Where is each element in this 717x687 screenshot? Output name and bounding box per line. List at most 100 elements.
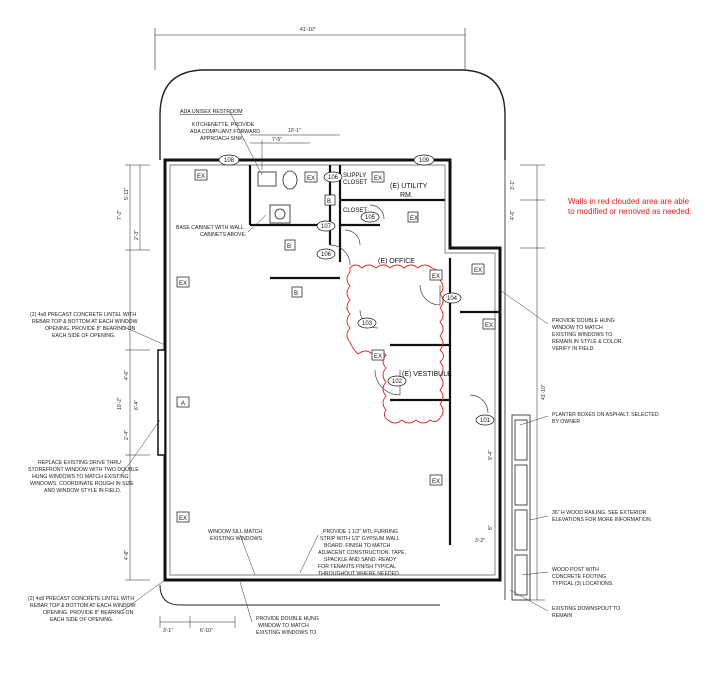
tag-b: B	[294, 291, 298, 297]
left-dim-1: 5'-11"	[124, 187, 130, 200]
double-hung-right-note-5: VERIFY IN FIELD.	[552, 346, 595, 352]
lintel-top-note-1: (2) 4x8 PRECAST CONCRETE LINTEL WITH	[30, 312, 136, 318]
lintel-top-note-4: EACH SIDE OF OPENING.	[52, 333, 115, 339]
door-tag-ovals	[218, 154, 495, 426]
kitchenette-note-3: APPROACH SINK.	[200, 136, 244, 142]
tag-ex: EX	[179, 281, 187, 287]
room-utility-label-2: RM.	[400, 192, 413, 199]
window-sill-note-1: WINDOW SILL MATCH	[208, 529, 262, 535]
room-vestibule-label: (E) VESTIBULE	[402, 371, 452, 378]
bottom-dim-1: 3'-1"	[163, 628, 173, 634]
tag-b: B	[287, 244, 291, 250]
tag-ex: EX	[197, 174, 205, 180]
furring-note-3: BOARD. FINISH TO MATCH	[324, 543, 391, 549]
left-dim-4: 4'-6"	[124, 370, 130, 380]
railing-note-1: 36" H WOOD RAILING. SEE EXTERIOR	[552, 510, 647, 516]
replace-window-note-1: REPLACE EXISTING DRIVE THRU	[38, 460, 121, 466]
double-hung-bottom-note-2: WINDOW TO MATCH	[258, 623, 309, 629]
top-overall-dimension	[154, 28, 466, 70]
double-hung-bottom-note-3: EXISTING WINDOWS TO	[256, 630, 316, 636]
base-cabinet-note-1: BASE CABINET WITH WALL	[176, 225, 244, 231]
lintel-top-note-3: OPENING. PROVIDE 8" BEARING ON	[45, 326, 136, 332]
double-hung-right-note-3: EXISTING WINDOWS TO	[552, 332, 612, 338]
planter-note-2: BY OWNER	[552, 419, 580, 425]
left-dim-5: 6'-4"	[134, 400, 140, 410]
downspout-note-1: EXISTING DOWNSPOUT TO	[552, 606, 620, 612]
bottom-dim-2: 6'-10"	[200, 628, 213, 634]
right-dim-2: 4'-6"	[510, 210, 516, 220]
planter-area	[504, 160, 531, 601]
planter-note-1: PLANTER BOXES ON ASPHALT. SELECTED	[552, 412, 659, 418]
right-dim-4: 3'-2"	[475, 538, 485, 544]
ada-restroom-note: ADA UNISEX RESTROOM	[180, 109, 243, 115]
downspout-note-2: REMAIN	[552, 613, 572, 619]
furring-note-4: ADJACENT CONSTRUCTION. TAPE,	[318, 550, 406, 556]
door-tag-106b: 106	[321, 252, 332, 258]
left-dim-7: 2'-4"	[124, 430, 130, 440]
door-tag-103: 103	[362, 321, 373, 327]
bottom-dimension-lines	[159, 616, 236, 628]
tag-a: A	[181, 401, 185, 407]
right-dim-5: 8"	[488, 525, 494, 530]
window-sill-note-2: EXISTING WINDOWS	[210, 536, 262, 542]
double-hung-right-note-1: PROVIDE DOUBLE HUNG	[552, 318, 615, 324]
leader-lines	[121, 111, 549, 623]
supply-closet-label-1: SUPPLY	[343, 173, 366, 179]
restroom-fixtures	[257, 170, 298, 224]
room-office-label: (E) OFFICE	[378, 258, 415, 265]
railing-note-2: ELEVATIONS FOR MORE INFORMATION.	[552, 517, 652, 523]
supply-closet-label-2: CLOSET	[343, 180, 367, 186]
interior-walls	[248, 165, 500, 545]
revision-note-line-1: Walls in red clouded area are able	[568, 197, 690, 206]
inner-top-dim-1: 10'-1"	[288, 128, 301, 134]
left-dimension-lines	[125, 164, 166, 581]
tag-ex: EX	[432, 479, 440, 485]
kitchenette-note-2: ADA COMPLIANT FORWARD	[190, 129, 260, 135]
furring-note-2: STRIP WITH 1/2" GYPSUM WALL	[320, 536, 400, 542]
overall-top-dim: 41'-10"	[300, 27, 316, 33]
door-tag-107: 107	[321, 224, 332, 230]
left-dim-3: 2'-3"	[134, 230, 140, 240]
tag-ex: EX	[374, 176, 382, 182]
tag-ex: EX	[474, 268, 482, 274]
wood-post-note-3: TYPICAL (3) LOCATIONS.	[552, 581, 614, 587]
door-tag-105: 105	[365, 215, 376, 221]
double-hung-bottom-note-1: PROVIDE DOUBLE HUNG	[256, 616, 319, 622]
door-tag-109: 109	[419, 158, 430, 164]
right-dimension-lines	[520, 164, 545, 601]
furring-note-5: SPACKLE AND SAND. READY	[324, 557, 397, 563]
double-hung-right-note-4: REMAIN IN STYLE & COLOR.	[552, 339, 623, 345]
replace-window-note-2: STOREFRONT WINDOW WITH TWO DOUBLE	[28, 467, 139, 473]
lintel-top-note-2: REBAR TOP & BOTTOM AT EACH WINDOW	[32, 319, 138, 325]
inner-top-dimension	[250, 134, 340, 144]
kitchenette-note-1: KITCHENETTE. PROVIDE	[192, 122, 255, 128]
door-tag-106: 106	[328, 175, 339, 181]
right-overall-dim: 41'-10"	[541, 384, 547, 400]
left-dim-8: 4'-8"	[124, 550, 130, 560]
wall-tags	[176, 169, 496, 523]
furring-note-7: THROUGHOUT WHERE NEEDED.	[318, 571, 400, 577]
lintel-bottom-note-4: EACH SIDE OF OPENING.	[50, 617, 113, 623]
tag-ex: EX	[410, 216, 418, 222]
inner-top-dim-2: 7'-5"	[272, 137, 282, 143]
door-swings	[329, 204, 489, 414]
wood-post-note-2: CONCRETE FOOTING	[552, 574, 606, 580]
tag-ex: EX	[307, 176, 315, 182]
right-dim-3: 9'-4"	[488, 450, 494, 460]
lintel-bottom-note-2: REBAR TOP & BOTTOM AT EACH WINDOW	[30, 603, 136, 609]
tag-ex: EX	[432, 274, 440, 280]
closet-label: CLOSET	[343, 208, 367, 214]
left-dim-6: 10'-2"	[117, 397, 123, 410]
lintel-bottom-note-1: (2) 4x8 PRECAST CONCRETE LINTEL WITH	[28, 596, 134, 602]
tag-ex: EX	[179, 516, 187, 522]
replace-window-note-3: HUNG WINDOWS TO MATCH EXISTING	[32, 474, 129, 480]
canopy-outline	[159, 69, 506, 160]
double-hung-right-note-2: WINDOW TO MATCH	[552, 325, 603, 331]
exterior-walls-inner	[169, 164, 496, 576]
replace-window-note-5: AND WINDOW STYLE IN FIELD.	[44, 488, 121, 494]
door-tag-101: 101	[480, 418, 491, 424]
left-dim-2: 7'-2"	[117, 210, 123, 220]
tag-b: B	[327, 199, 331, 205]
lintel-bottom-note-3: OPENING. PROVIDE 8" BEARING ON	[43, 610, 134, 616]
